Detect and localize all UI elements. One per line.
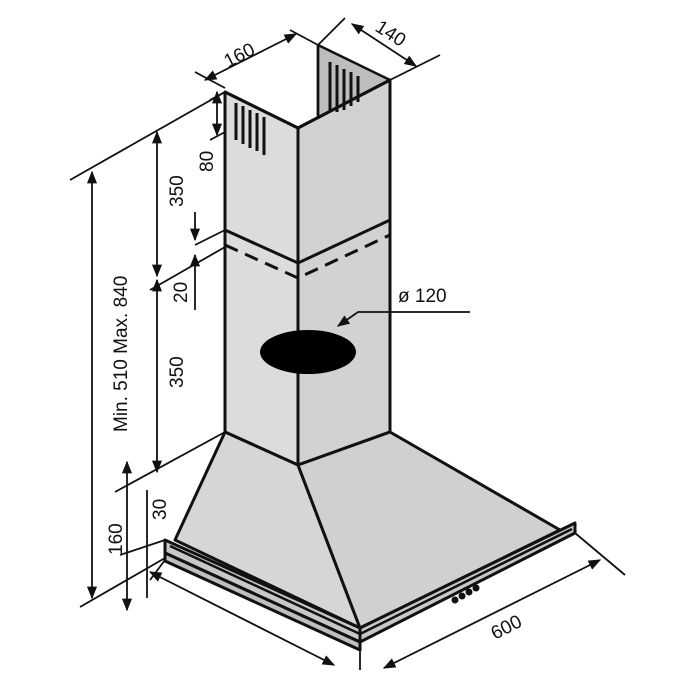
total-height-label: Min. 510 Max. 840 xyxy=(111,276,132,432)
chimney-width-label: 160 xyxy=(221,39,259,72)
lower-chimney-height-label: 350 xyxy=(167,356,188,388)
vent-slot-height-label: 80 xyxy=(197,151,218,172)
upper-chimney-height-label: 350 xyxy=(167,175,188,207)
overlap-label: 20 xyxy=(171,282,192,303)
canopy-height-label: 160 xyxy=(106,523,127,555)
chimney-overlap-seam xyxy=(224,218,391,280)
chimney-depth-label: 140 xyxy=(371,17,409,52)
vent-slots-icon xyxy=(234,62,360,155)
rim-height-label: 30 xyxy=(150,499,171,520)
outlet-diameter-label: ø 120 xyxy=(398,286,447,307)
hood-width-label: 600 xyxy=(488,611,526,644)
air-outlet-icon xyxy=(260,330,356,374)
